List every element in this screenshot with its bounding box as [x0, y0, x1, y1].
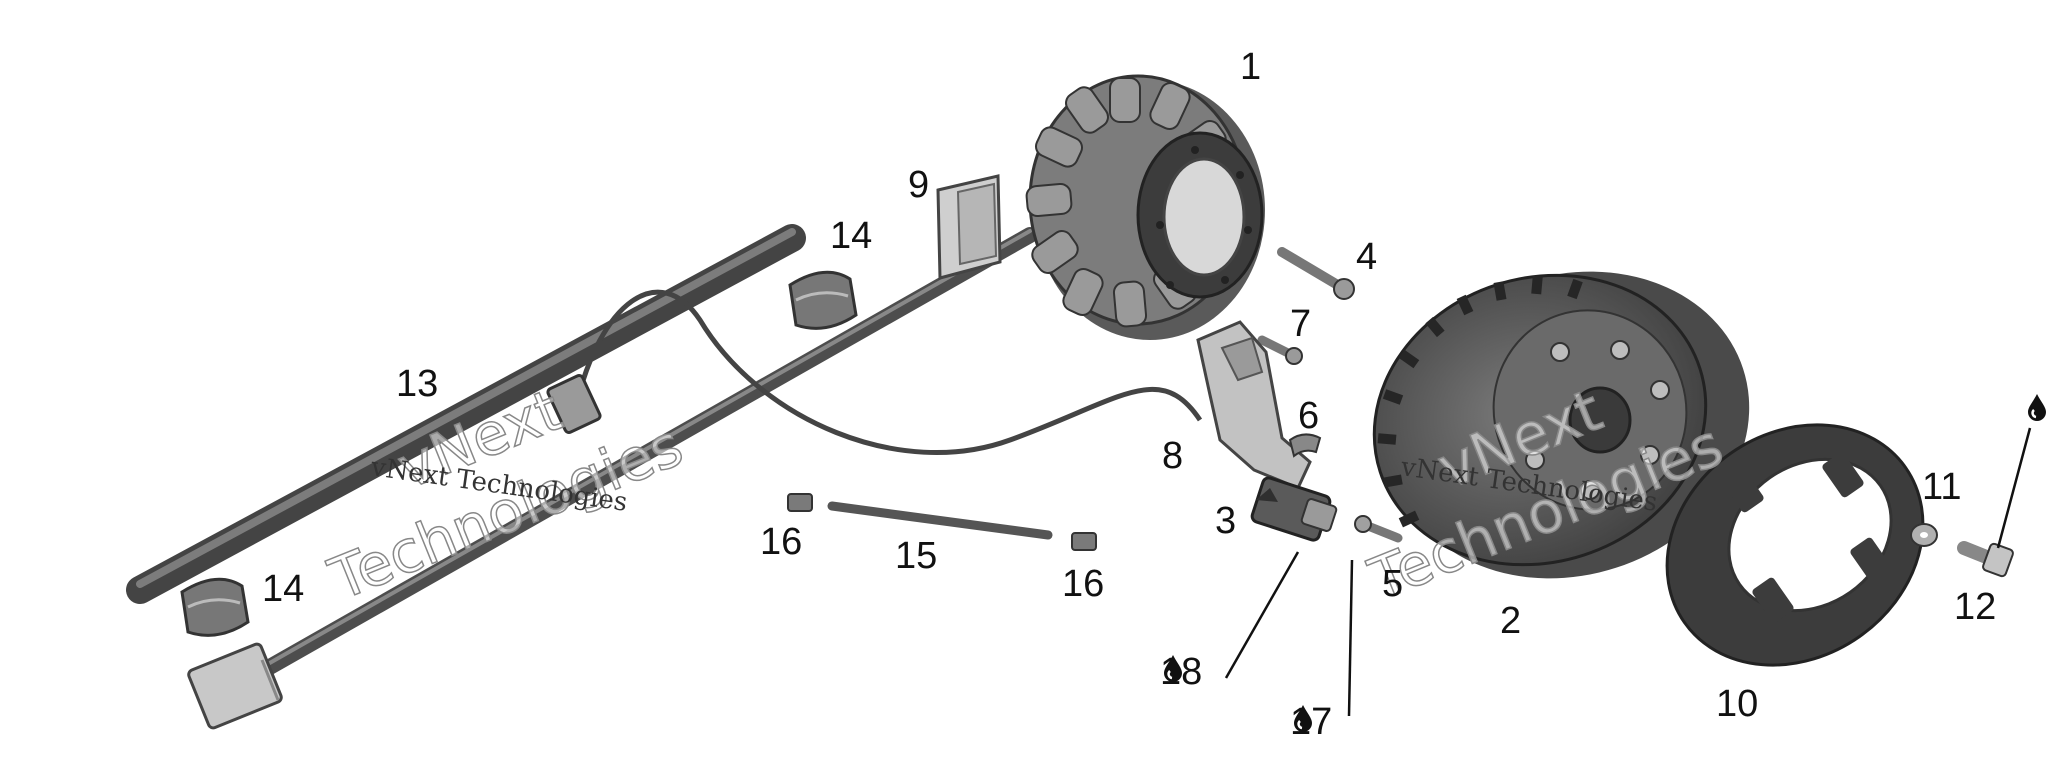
callout-3: 3 — [1215, 500, 1237, 542]
callout-11: 11 — [1922, 466, 1962, 508]
liquid-drop-icon — [1294, 705, 1312, 732]
part-8-bracket — [1196, 320, 1312, 490]
part-9-plate — [936, 174, 1002, 280]
callout-10: 10 — [1716, 683, 1759, 725]
liquid-drop-icon — [1164, 655, 1182, 682]
callout-18: 18 — [1160, 653, 1202, 691]
callout-16-left: 16 — [760, 521, 803, 563]
callout-14-bottom: 14 — [262, 568, 305, 610]
part-4-screw — [1277, 247, 1355, 300]
part-15-small-tube — [827, 501, 1053, 540]
harness-connector-small — [546, 374, 602, 434]
part-5-bolt — [1354, 515, 1403, 543]
part-6-clip — [1288, 433, 1322, 458]
part-2-rotor — [1372, 271, 1750, 579]
callout-14-top: 14 — [830, 215, 873, 257]
callout-4: 4 — [1356, 236, 1378, 278]
callout-12: 12 — [1954, 586, 1997, 628]
callout-17: 17 — [1290, 703, 1332, 741]
callout-5: 5 — [1382, 563, 1404, 605]
part-13-sleeve — [126, 224, 806, 604]
part-7-screw — [1257, 335, 1303, 365]
leader-lines — [1224, 427, 2032, 717]
part-12-bolt — [1957, 541, 2014, 578]
callout-16-right: 16 — [1062, 563, 1105, 605]
callout-9: 9 — [908, 164, 930, 206]
callout-2: 2 — [1500, 600, 1522, 642]
part-14-grommet-bottom — [180, 577, 250, 637]
callout-7: 7 — [1290, 303, 1312, 345]
part-16-clamp-left — [787, 493, 813, 512]
part-14-grommet-top — [788, 270, 858, 330]
part-1-stator — [1025, 74, 1265, 340]
part-10-housing — [1665, 423, 1925, 667]
part-11-washer — [1910, 523, 1938, 547]
callout-15: 15 — [895, 535, 938, 577]
wiring-harness — [230, 227, 1203, 693]
harness-connector-main — [187, 642, 283, 730]
part-3-sensor — [1250, 476, 1338, 542]
liquid-drop-icon — [2028, 394, 2046, 421]
callout-8: 8 — [1162, 435, 1184, 477]
callout-6: 6 — [1298, 395, 1320, 437]
part-16-clamp-right — [1071, 532, 1097, 551]
callout-1: 1 — [1240, 46, 1262, 88]
callout-13: 13 — [396, 363, 439, 405]
